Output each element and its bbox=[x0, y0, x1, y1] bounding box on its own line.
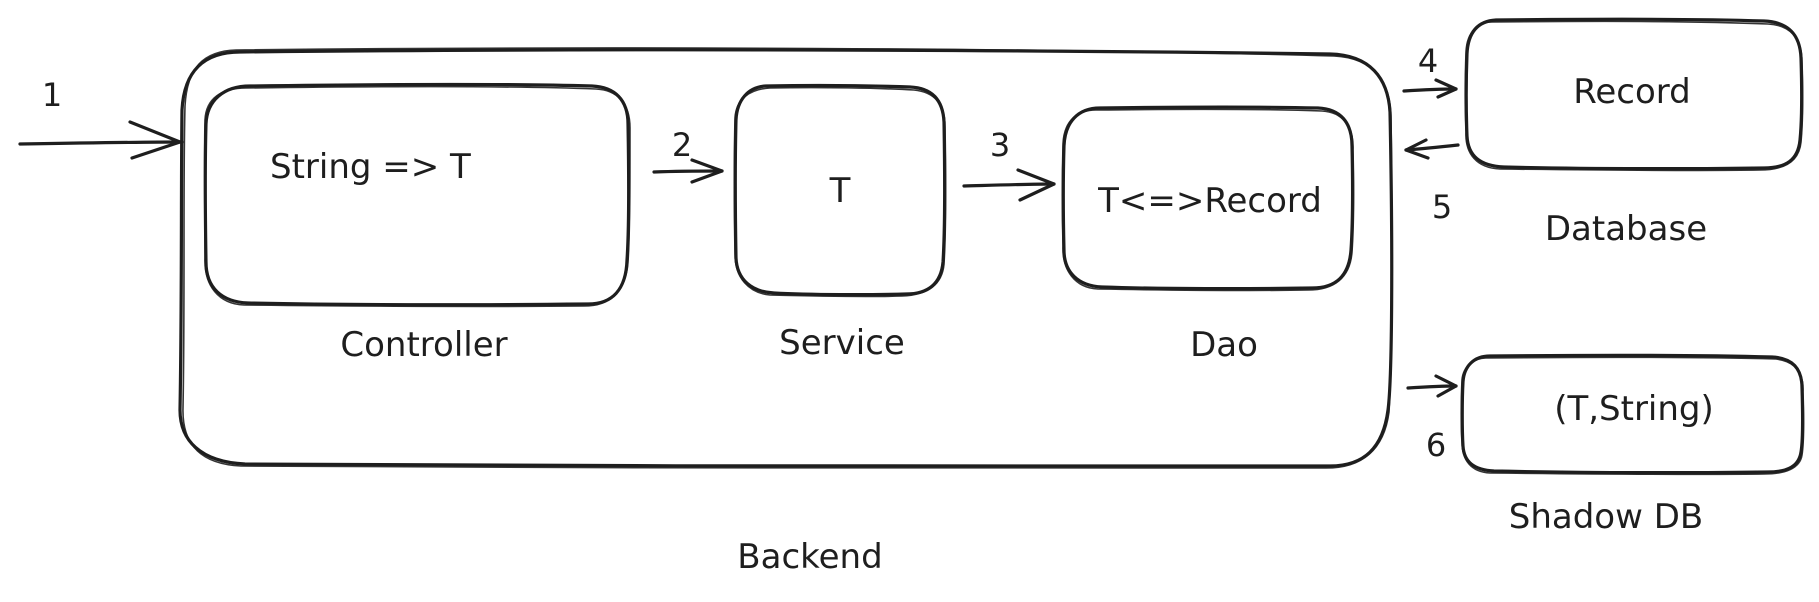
controller-box bbox=[203, 82, 631, 308]
arrow-2 bbox=[652, 158, 724, 184]
shadow-db-label: Shadow DB bbox=[1509, 497, 1703, 537]
database-label: Database bbox=[1545, 209, 1707, 249]
arrow-5 bbox=[1404, 138, 1460, 160]
service-box bbox=[733, 83, 947, 298]
step-1-label: 1 bbox=[42, 76, 62, 114]
dao-content: T<=>Record bbox=[1097, 181, 1322, 221]
dao-label: Dao bbox=[1190, 325, 1258, 365]
database-box bbox=[1464, 17, 1804, 172]
step-4-label: 4 bbox=[1418, 42, 1438, 80]
arrow-1 bbox=[18, 120, 184, 160]
step-5-label: 5 bbox=[1432, 188, 1452, 226]
controller-label: Controller bbox=[340, 325, 507, 365]
shadow-db-box bbox=[1460, 353, 1805, 476]
shadow-db-content: (T,String) bbox=[1554, 389, 1714, 429]
arrow-6 bbox=[1406, 374, 1458, 398]
step-3-label: 3 bbox=[990, 126, 1010, 164]
step-2-label: 2 bbox=[672, 126, 692, 164]
service-label: Service bbox=[779, 323, 905, 363]
database-content: Record bbox=[1573, 72, 1690, 112]
backend-label: Backend bbox=[737, 537, 882, 577]
service-content: T bbox=[829, 171, 851, 211]
arrow-4 bbox=[1402, 78, 1458, 99]
step-6-label: 6 bbox=[1426, 426, 1446, 464]
controller-content: String => T bbox=[270, 147, 471, 187]
dao-box bbox=[1061, 105, 1355, 292]
backend-container bbox=[178, 47, 1394, 470]
arrow-3 bbox=[962, 168, 1056, 202]
